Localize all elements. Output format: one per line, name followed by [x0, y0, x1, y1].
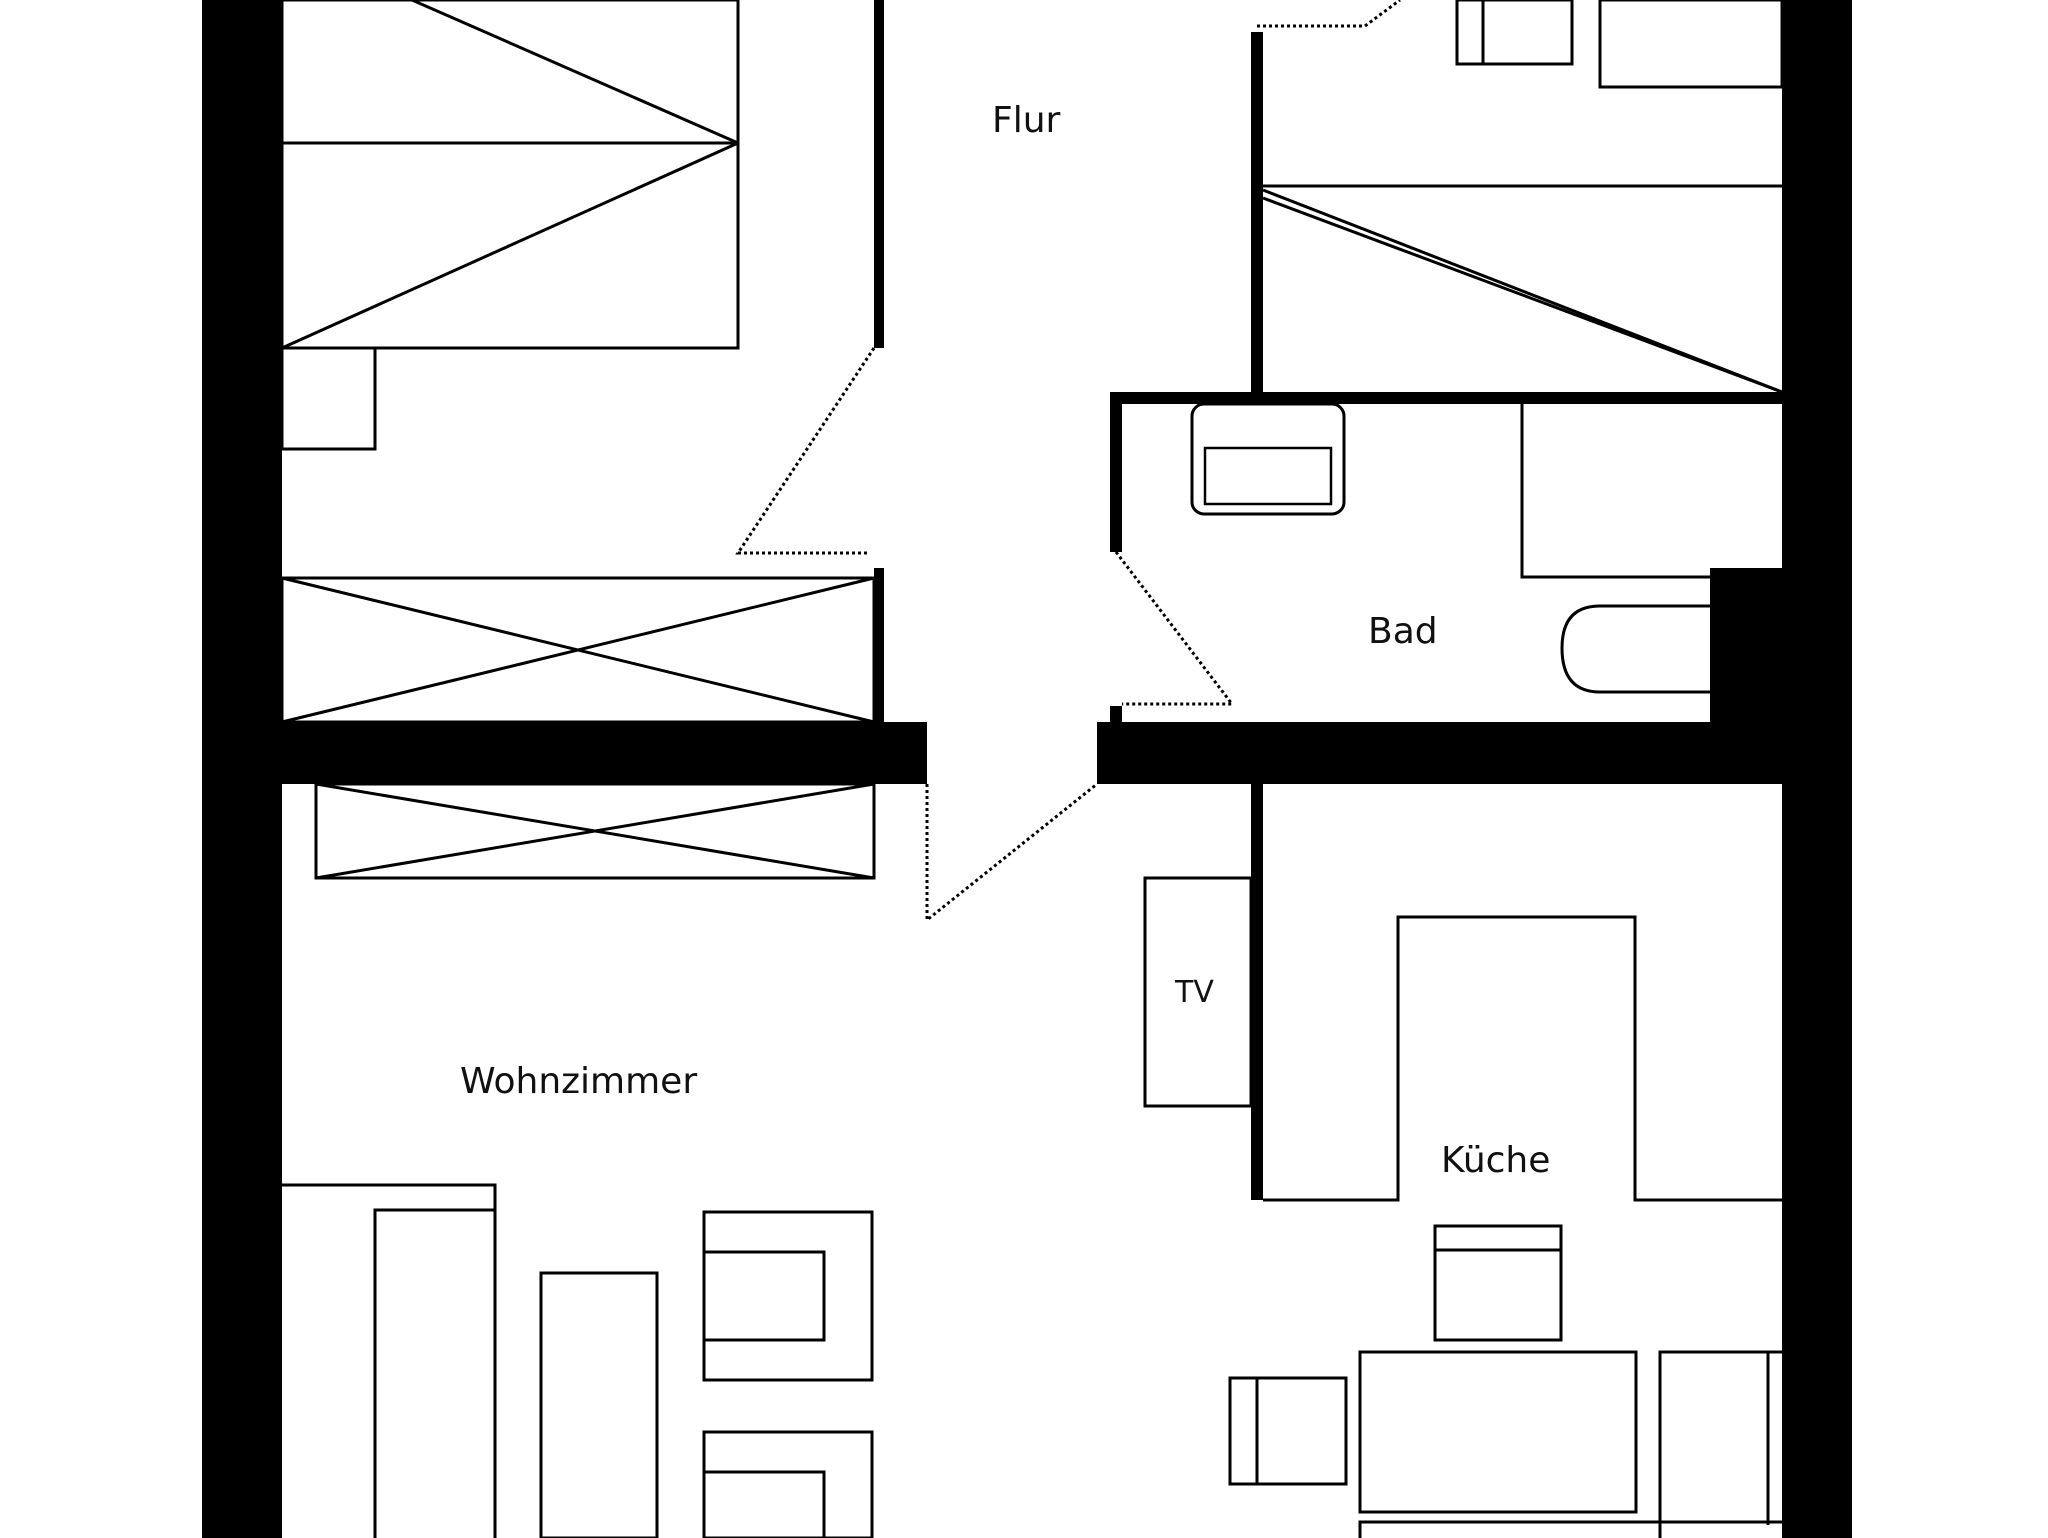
- outer-wall-left: [202, 0, 282, 1538]
- room-label-flur: Flur: [992, 100, 1061, 141]
- room-label-bad: Bad: [1368, 611, 1438, 652]
- door-bedroom: [735, 347, 876, 555]
- door-living-room: [925, 782, 1098, 924]
- room-ne-wardrobe: [1262, 184, 1783, 394]
- tv-stand: [1143, 876, 1253, 1108]
- room-label-kueche: Küche: [1441, 1140, 1550, 1181]
- wall-bath-top: [1110, 392, 1782, 404]
- coffee-table: [539, 1271, 659, 1538]
- room-ne-desk: [1598, 0, 1784, 89]
- armchair-2: [702, 1430, 874, 1538]
- room-label-wohnzimmer: Wohnzimmer: [460, 1061, 697, 1102]
- wall-bedroom-right: [874, 0, 884, 348]
- door-bath: [1114, 551, 1236, 706]
- kitchen-chair-left: [1228, 1376, 1348, 1486]
- toilet: [1190, 402, 1346, 516]
- kitchen-bench: [1658, 1350, 1782, 1538]
- wall-bath-right-block: [1710, 568, 1782, 722]
- wall-middle-right: [1097, 722, 1782, 784]
- wall-room-ne-left: [1251, 32, 1263, 394]
- bed: [280, 0, 740, 350]
- wardrobe-living: [314, 782, 876, 880]
- door-room-ne: [1257, 0, 1401, 28]
- wall-bath-left-upper: [1110, 392, 1122, 552]
- kitchen-cabinet-lower: [1358, 1520, 1782, 1538]
- wall-middle-left: [282, 722, 927, 784]
- nightstand: [280, 346, 377, 451]
- wall-kitchen-left: [1251, 784, 1263, 1200]
- kitchen-counter: [1263, 915, 1782, 1202]
- tv-label: TV: [1174, 975, 1214, 1010]
- room-ne-chair: [1455, 0, 1574, 66]
- dining-table: [1358, 1350, 1638, 1514]
- kitchen-chair-top: [1433, 1224, 1563, 1342]
- washbasin: [1560, 604, 1710, 694]
- armchair-1: [702, 1210, 874, 1382]
- wall-bath-left-lower: [1110, 706, 1122, 722]
- wardrobe-bedroom: [280, 576, 876, 724]
- wall-closet-right: [874, 568, 884, 722]
- sofa: [282, 1183, 497, 1538]
- bathtub: [1520, 404, 1710, 579]
- outer-wall-right: [1782, 0, 1852, 1538]
